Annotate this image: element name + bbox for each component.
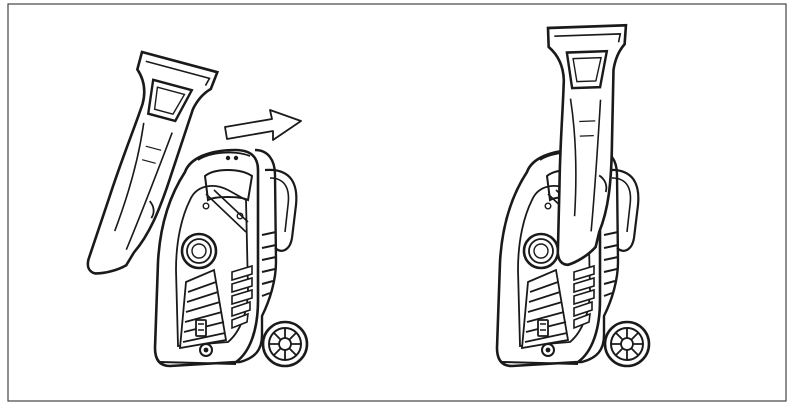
arrow-right-outline-icon	[224, 109, 302, 141]
